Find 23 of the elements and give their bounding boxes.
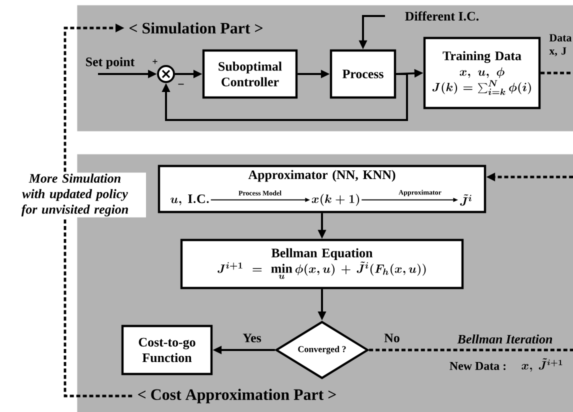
- process-box: Process: [330, 49, 396, 99]
- formula-text: $x,\ \tilde{J}^{i+1}$: [522, 358, 562, 372]
- edge-label: Data x, J: [548, 33, 573, 58]
- sign-label: +: [152, 59, 158, 64]
- edge-label: More Simulation with updated policy for unvisited region: [4, 172, 146, 218]
- edge-label: Different I.C.: [404, 10, 480, 22]
- formula-text: $\tilde{J}^{i}$: [460, 194, 472, 206]
- edge-label: Set point: [84, 56, 136, 70]
- summing-junction: [157, 65, 175, 83]
- sign-label: −: [178, 84, 184, 85]
- note-text: New Data :: [450, 362, 506, 370]
- process-box: Training Data $x,\ u,\ \phi$ $J(k)=\sum_{i=k}^{N}\phi(i)$: [423, 36, 541, 110]
- arrow: [162, 73, 408, 121]
- edge-label: No: [383, 332, 401, 344]
- formula-text: $x(k+1)$: [312, 194, 360, 206]
- formula-text: $u,\ \mathrm{I.C.}$: [170, 194, 209, 206]
- process-box: Cost-to-go Function: [121, 324, 213, 376]
- section-heading: < Cost Approximation Part >: [138, 388, 336, 404]
- edge-label: Yes: [242, 332, 262, 344]
- process-box: Suboptimal Controller: [202, 49, 298, 99]
- section-heading: < Simulation Part >: [130, 22, 262, 34]
- note-text: Bellman Iteration: [457, 334, 552, 344]
- process-box: Bellman Equation $J^{i+1}=\min\limits_{u}\phi(x,u)+\tilde{J}^{i}(F_h(x,u))$: [180, 238, 464, 290]
